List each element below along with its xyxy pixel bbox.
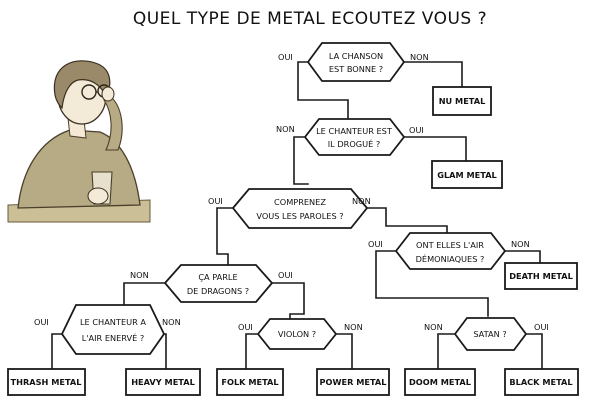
edge-q8-yes — [525, 333, 543, 369]
label-q4-yes: OUI — [368, 239, 383, 249]
label-q6-yes: OUI — [34, 317, 49, 327]
label-q7-yes: OUI — [238, 322, 253, 332]
svg-text:VOUS LES PAROLES ?: VOUS LES PAROLES ? — [256, 211, 343, 221]
chart-title: QUEL TYPE DE METAL ECOUTEZ VOUS ? — [133, 9, 487, 29]
result-folk-metal: FOLK METAL — [216, 368, 284, 396]
label-q2-yes: OUI — [409, 125, 424, 135]
label-q5-yes: OUI — [278, 270, 293, 280]
edge-q5-yes — [271, 282, 305, 319]
question-song-good: LA CHANSON EST BONNE ? — [306, 42, 406, 82]
question-satan: SATAN ? — [453, 317, 528, 351]
result-death-metal: DEATH METAL — [504, 262, 578, 290]
label-q8-no: NON — [424, 322, 443, 332]
question-singer-angry: LE CHANTEUR A L'AIR ENERVÉ ? — [60, 304, 166, 355]
label-q1-yes: OUI — [278, 52, 293, 62]
result-thrash-metal: THRASH METAL — [7, 368, 86, 396]
svg-text:EST BONNE ?: EST BONNE ? — [329, 64, 383, 74]
svg-text:LA CHANSON: LA CHANSON — [329, 51, 383, 61]
result-glam-metal: GLAM METAL — [431, 160, 503, 189]
svg-text:DOOM METAL: DOOM METAL — [409, 377, 471, 387]
question-singer-drugged: LE CHANTEUR EST IL DROGUÉ ? — [303, 118, 406, 156]
edge-q5-no — [123, 282, 166, 305]
svg-text:DEATH METAL: DEATH METAL — [509, 271, 573, 281]
svg-text:VIOLON ?: VIOLON ? — [278, 329, 316, 339]
label-q5-no: NON — [130, 270, 149, 280]
question-demonic: ONT ELLES L'AIR DÉMONIAQUES ? — [394, 232, 507, 270]
edge-q2-no — [293, 136, 309, 185]
svg-text:COMPRENEZ: COMPRENEZ — [274, 197, 326, 207]
edge-q4-no — [504, 250, 541, 263]
svg-text:POWER METAL: POWER METAL — [320, 377, 387, 387]
edge-q3-yes — [216, 207, 234, 267]
label-q1-no: NON — [410, 52, 429, 62]
result-black-metal: BLACK METAL — [504, 368, 579, 396]
label-q6-no: NON — [162, 317, 181, 327]
svg-text:GLAM METAL: GLAM METAL — [437, 170, 497, 180]
label-q2-no: NON — [276, 124, 295, 134]
svg-text:NU METAL: NU METAL — [439, 96, 486, 106]
svg-text:LE CHANTEUR A: LE CHANTEUR A — [80, 317, 146, 327]
svg-text:SATAN ?: SATAN ? — [473, 329, 506, 339]
svg-text:IL DROGUÉ ?: IL DROGUÉ ? — [328, 138, 380, 149]
label-q3-yes: OUI — [208, 196, 223, 206]
edge-q7-yes — [245, 333, 259, 369]
label-q3-no: NON — [352, 196, 371, 206]
result-heavy-metal: HEAVY METAL — [125, 368, 201, 396]
svg-text:DE DRAGONS ?: DE DRAGONS ? — [187, 286, 249, 296]
result-nu-metal: NU METAL — [432, 86, 492, 116]
edge-q8-no — [437, 333, 456, 369]
label-q4-no: NON — [511, 239, 530, 249]
edge-q7-no — [335, 333, 353, 369]
edge-q6-yes — [51, 333, 63, 369]
svg-text:THRASH METAL: THRASH METAL — [11, 377, 82, 387]
question-dragons: ÇA PARLE DE DRAGONS ? — [163, 264, 274, 303]
svg-text:HEAVY METAL: HEAVY METAL — [131, 377, 195, 387]
svg-text:ÇA PARLE: ÇA PARLE — [198, 272, 237, 282]
label-q8-yes: OUI — [534, 322, 549, 332]
edge-q1-yes — [297, 61, 349, 121]
svg-text:L'AIR ENERVÉ ?: L'AIR ENERVÉ ? — [82, 332, 145, 343]
result-doom-metal: DOOM METAL — [404, 368, 476, 396]
question-understand-lyrics: COMPRENEZ VOUS LES PAROLES ? — [231, 188, 369, 229]
edge-q4-yes — [375, 250, 489, 317]
svg-text:BLACK METAL: BLACK METAL — [509, 377, 572, 387]
edge-q6-no — [163, 333, 167, 369]
svg-text:LE CHANTEUR EST: LE CHANTEUR EST — [316, 126, 393, 136]
illustration-person — [7, 50, 151, 223]
edge-q3-no — [366, 207, 448, 233]
svg-text:ONT ELLES L'AIR: ONT ELLES L'AIR — [416, 240, 484, 250]
question-violin: VIOLON ? — [256, 318, 338, 350]
svg-text:DÉMONIAQUES ?: DÉMONIAQUES ? — [416, 253, 485, 264]
edge-q1-no — [403, 61, 463, 87]
label-q7-no: NON — [344, 322, 363, 332]
edge-q2-yes — [403, 136, 467, 161]
svg-text:FOLK METAL: FOLK METAL — [221, 377, 278, 387]
result-power-metal: POWER METAL — [316, 368, 390, 396]
